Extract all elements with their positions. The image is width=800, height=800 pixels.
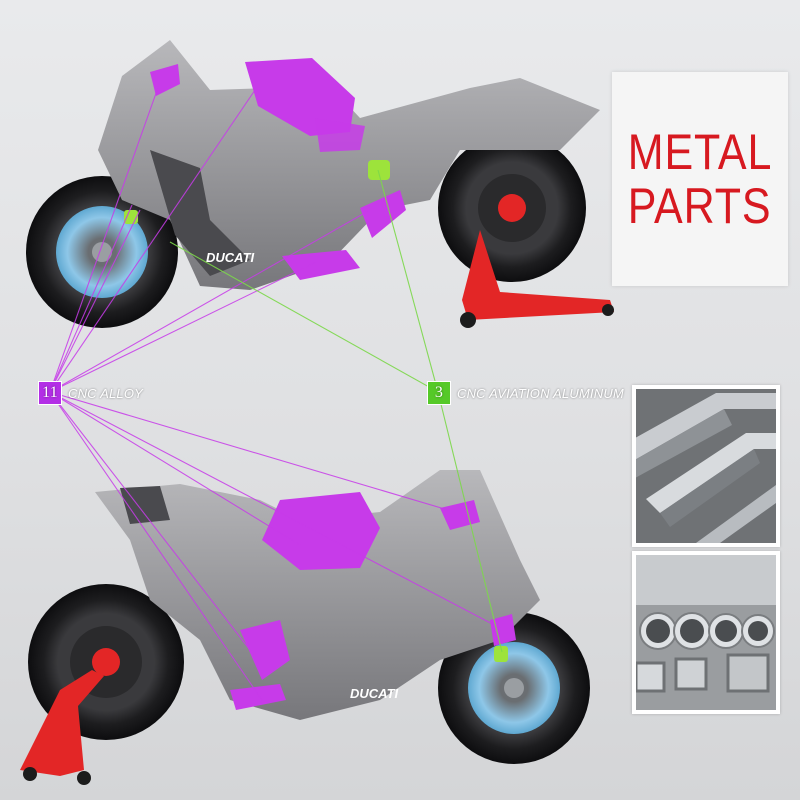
callout-text: CNC ALLOY xyxy=(68,385,144,401)
callout-cnc-alloy: 11 CNC ALLOY xyxy=(38,381,143,405)
metal-tube-photo xyxy=(632,551,780,714)
headline-panel: METAL PARTS xyxy=(612,72,788,286)
bottom-motorcycle: DUCATI xyxy=(20,470,590,785)
callout-count-badge: 11 xyxy=(38,381,62,405)
callout-text: CNC AVIATION ALUMINUM xyxy=(457,385,624,401)
callout-count-badge: 3 xyxy=(427,381,451,405)
metal-profile-photo xyxy=(632,385,780,547)
callout-lines xyxy=(49,81,503,701)
top-motorcycle: DUCATI xyxy=(26,40,614,328)
callout-cnc-aviation-aluminum: 3 CNC AVIATION ALUMINUM xyxy=(427,381,624,405)
svg-text:DUCATI: DUCATI xyxy=(350,686,399,701)
headline-line-2: PARTS xyxy=(628,178,772,234)
svg-text:DUCATI: DUCATI xyxy=(206,250,255,265)
headline-line-1: METAL xyxy=(627,124,773,180)
